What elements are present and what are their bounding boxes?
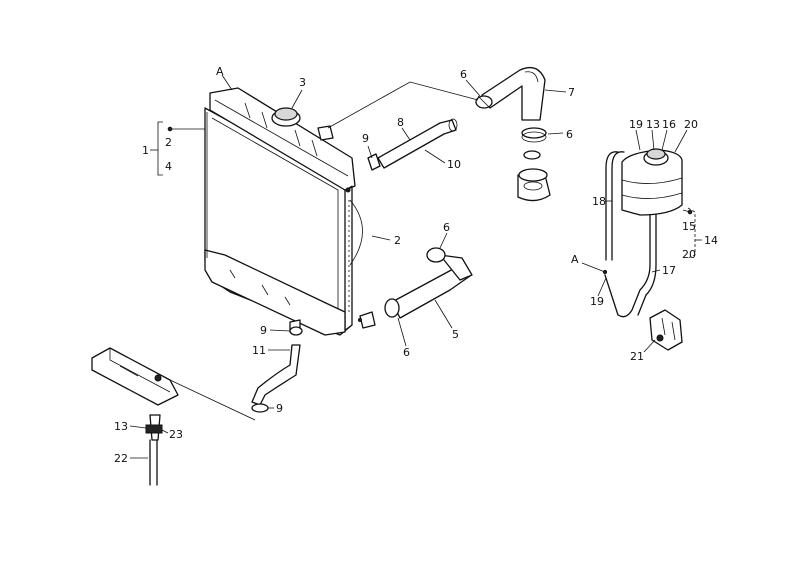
upper-hose: [475, 66, 547, 143]
label-20-top: 20: [684, 118, 698, 131]
label-6-mid: 6: [443, 221, 450, 234]
label-1: 1: [142, 144, 149, 157]
label-11: 11: [252, 344, 266, 357]
label-2-right: 2: [394, 234, 401, 247]
bypass-pipe: [367, 118, 458, 171]
thermostat-housing: [517, 150, 551, 202]
expansion-tank: [604, 148, 696, 318]
label-17: 17: [662, 264, 676, 277]
radiator: [204, 87, 376, 336]
label-9-low: 9: [276, 402, 283, 415]
drain-hose: [251, 326, 303, 413]
label-18: 18: [592, 195, 606, 208]
label-5: 5: [452, 328, 459, 341]
label-14: 14: [704, 234, 718, 247]
label-2-left: 2: [165, 136, 172, 149]
label-3: 3: [299, 76, 306, 89]
label-6-low: 6: [403, 346, 410, 359]
label-21: 21: [630, 350, 644, 363]
label-16: 16: [662, 118, 676, 131]
label-13-left: 13: [114, 420, 128, 433]
callout-labels: A 3 6 7 6 8 9 10 1 2 4 2 6 5 6 9 11 9 13…: [114, 65, 718, 465]
label-6-upper-right: 6: [566, 128, 573, 141]
label-9-upper: 9: [362, 132, 369, 145]
label-23: 23: [169, 428, 183, 441]
label-22: 22: [114, 452, 128, 465]
label-15: 15: [682, 220, 696, 233]
label-6-top: 6: [460, 68, 467, 81]
label-10: 10: [447, 158, 461, 171]
label-19-top: 19: [629, 118, 643, 131]
mounting-bracket: [91, 347, 256, 421]
label-8: 8: [397, 116, 404, 129]
label-20-right: 20: [682, 248, 696, 261]
label-4: 4: [165, 160, 172, 173]
label-13-top: 13: [646, 118, 660, 131]
label-7: 7: [568, 86, 575, 99]
label-19-low: 19: [590, 295, 604, 308]
lower-hose: [384, 247, 473, 319]
temperature-sender: [145, 414, 163, 486]
label-a-top: A: [216, 65, 224, 78]
label-9-mid: 9: [260, 324, 267, 337]
leader-lines: [129, 74, 702, 459]
label-a-right: A: [571, 253, 579, 266]
tank-bracket: [649, 309, 683, 351]
